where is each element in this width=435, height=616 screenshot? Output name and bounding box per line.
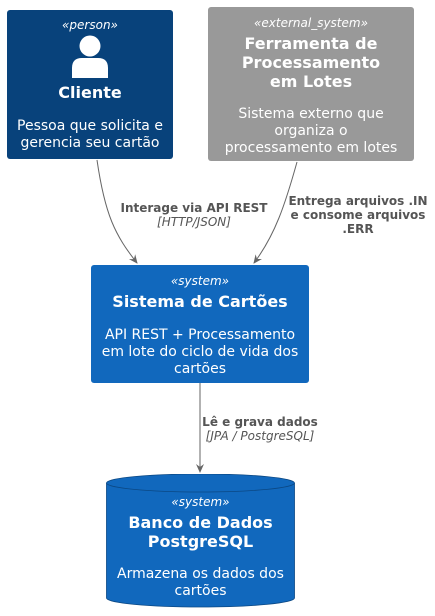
edge-label-ferramenta-sistema: Entrega arquivos .IN e consome arquivos … (285, 194, 431, 236)
person-cliente: «person» Cliente Pessoa que solicita e g… (7, 10, 173, 159)
node-title: Ferramenta de Processamento em Lotes (241, 34, 381, 91)
stereotype-label: «external_system» (254, 16, 368, 30)
node-description: API REST + Processamento em lote do cicl… (101, 327, 299, 377)
database-cylinder-shape (106, 474, 295, 608)
node-description: Sistema externo que organiza o processam… (224, 106, 398, 156)
node-description: Armazena os dados dos cartões (117, 566, 284, 599)
stereotype-label: «system» (170, 274, 230, 288)
stereotype-label: «person» (62, 18, 118, 32)
system-sistema-de-cartoes: «system» Sistema de Cartões API REST + P… (91, 265, 309, 383)
edge-label-text: Lê e grava dados (202, 415, 318, 429)
node-title: Sistema de Cartões (112, 292, 288, 311)
person-icon (70, 35, 110, 78)
edge-label-sistema-banco: Lê e grava dados [JPA / PostgreSQL] (199, 415, 321, 443)
edge-ferramenta-to-sistema (253, 161, 298, 264)
node-title: Cliente (58, 83, 122, 102)
edge-label-text: Interage via API REST (120, 201, 268, 215)
stereotype-label: «system» (171, 495, 230, 509)
edge-technology: [HTTP/JSON] (157, 215, 231, 229)
edge-label-text: Entrega arquivos .IN e consome arquivos … (288, 194, 428, 236)
node-description: Pessoa que solicita e gerencia seu cartã… (17, 118, 163, 151)
external-system-ferramenta: «external_system» Ferramenta de Processa… (208, 7, 414, 161)
edge-technology: [JPA / PostgreSQL] (205, 429, 315, 443)
edge-label-cliente-sistema: Interage via API REST [HTTP/JSON] (112, 201, 276, 229)
edge-cliente-to-sistema (96, 159, 138, 264)
database-banco-de-dados: «system» Banco de Dados PostgreSQL Armaz… (106, 474, 295, 608)
node-title: Banco de Dados PostgreSQL (128, 513, 273, 551)
